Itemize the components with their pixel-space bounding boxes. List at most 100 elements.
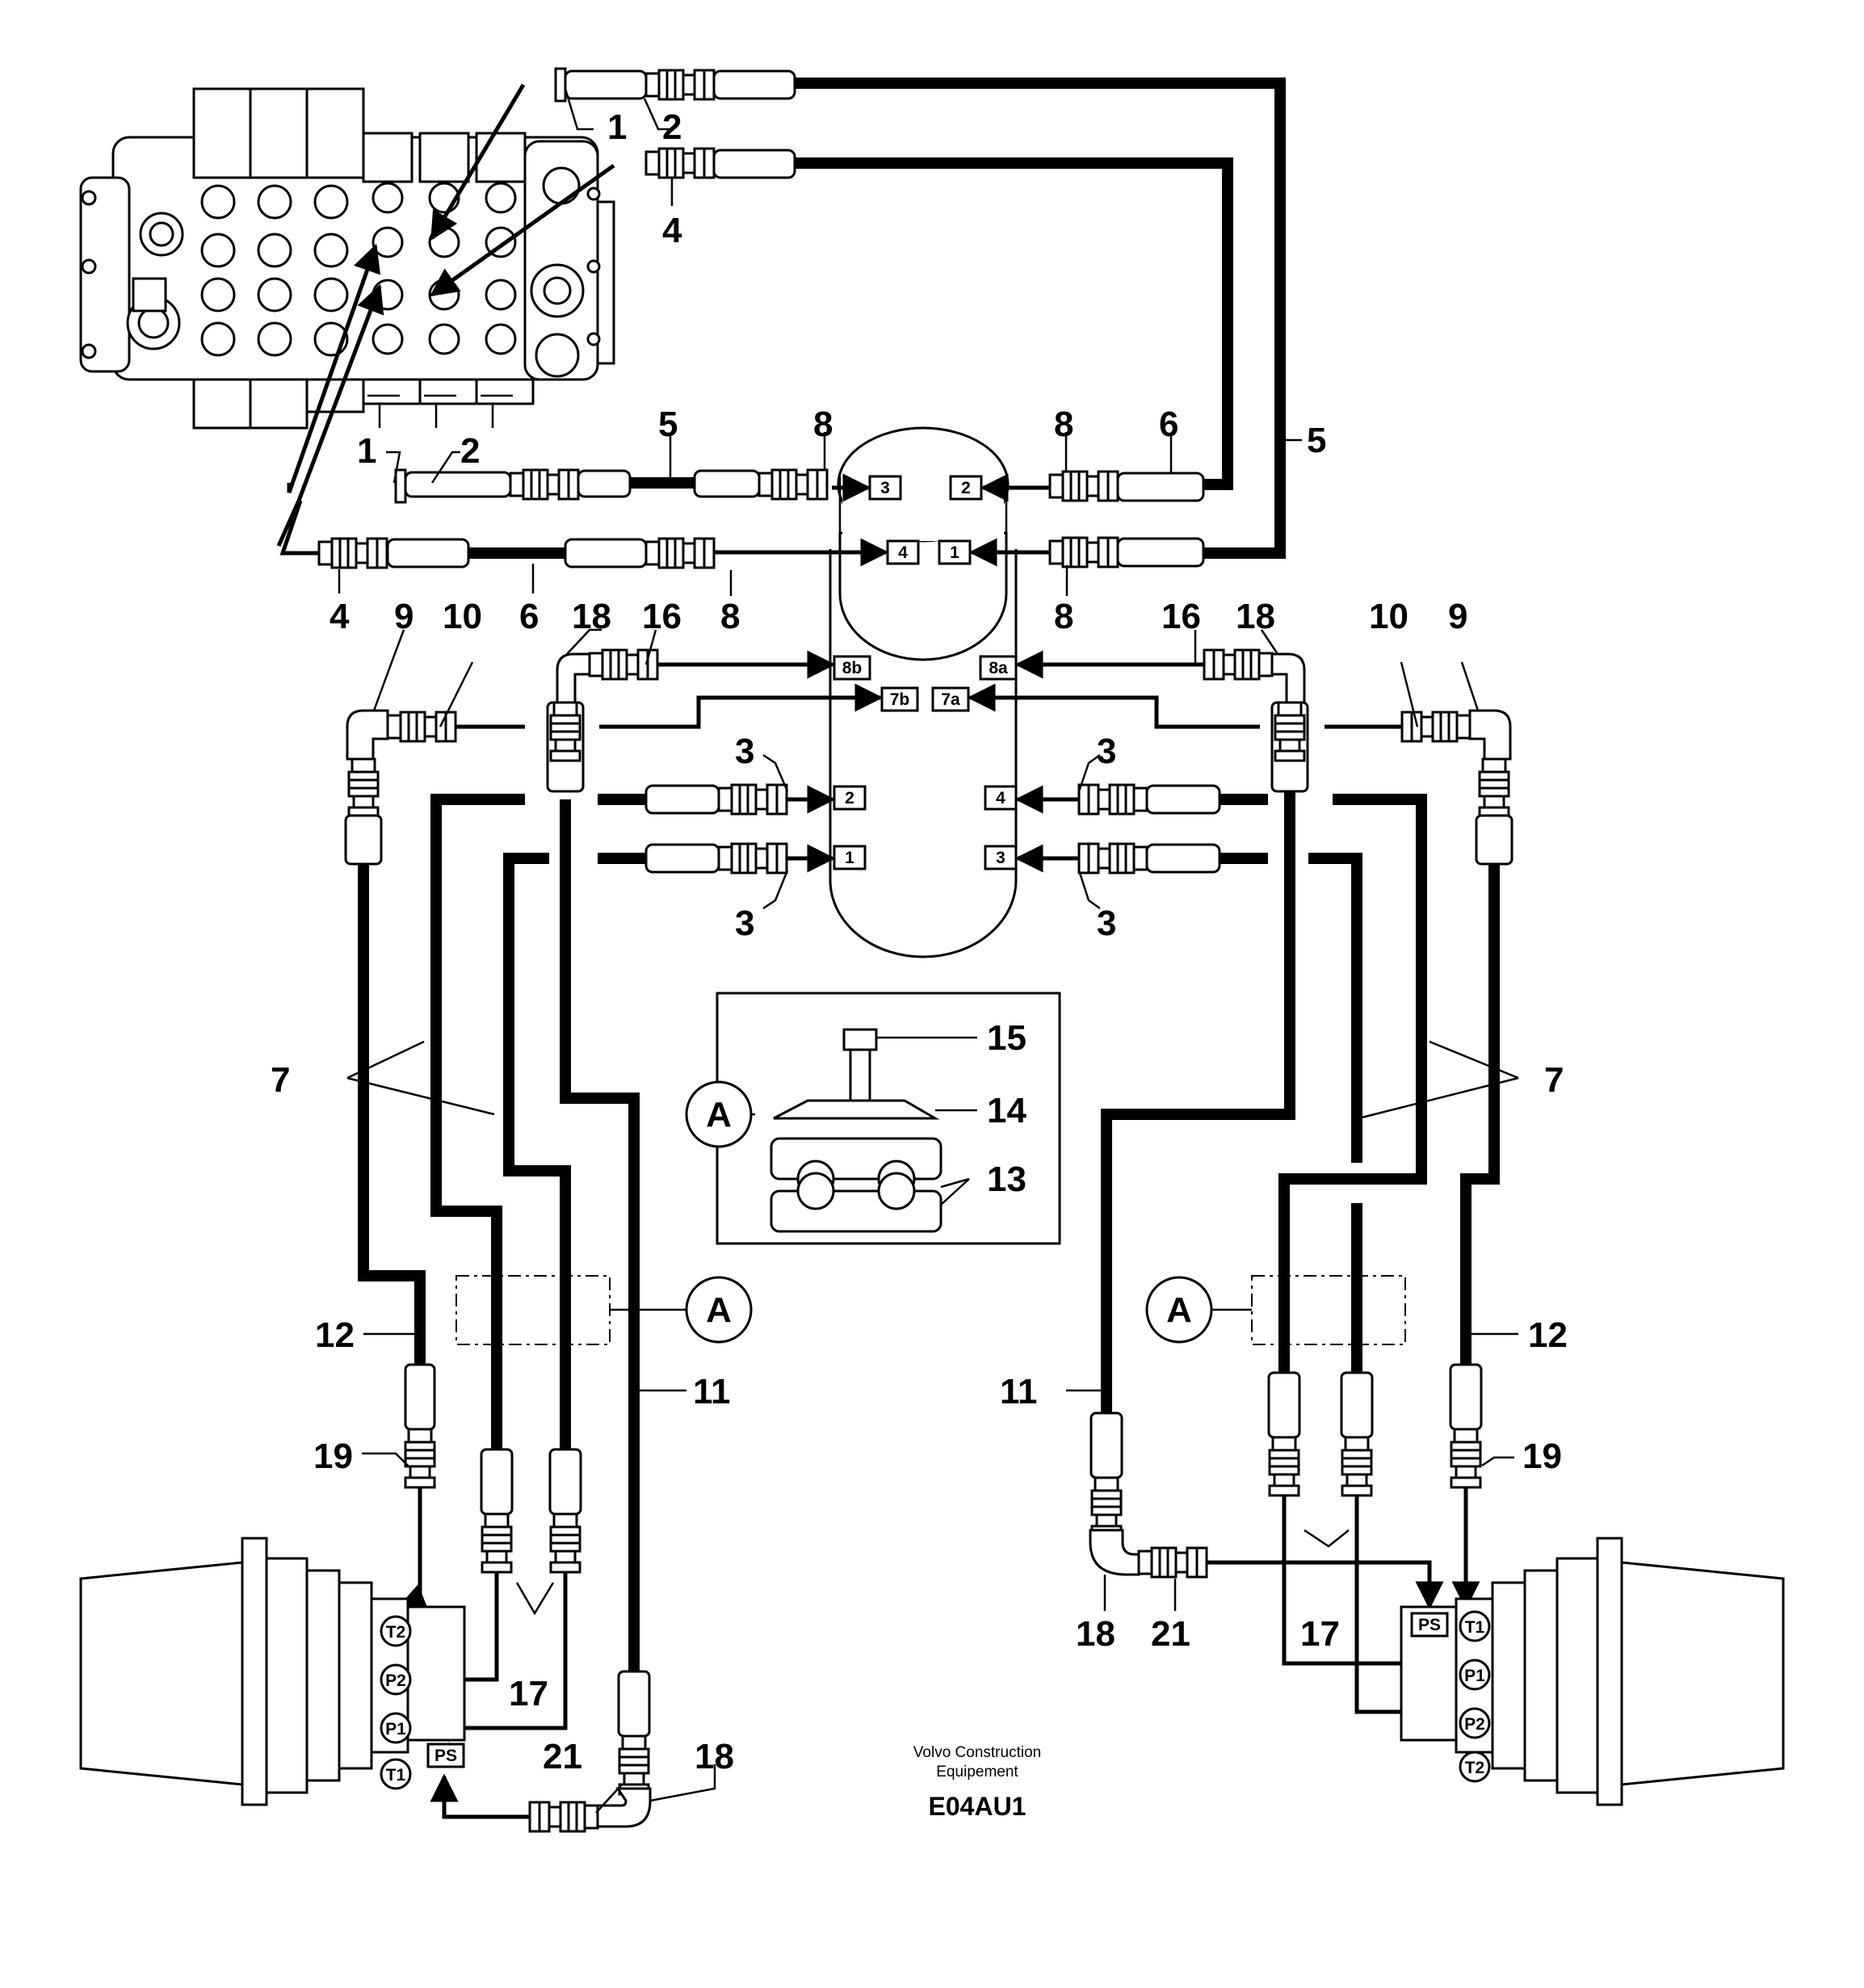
- callout-11b: 11: [1000, 1372, 1038, 1411]
- svg-text:P2: P2: [1464, 1715, 1485, 1734]
- callout-12: 12: [315, 1315, 355, 1355]
- port-7a: 7a: [931, 686, 970, 712]
- svg-text:PS: PS: [1418, 1616, 1441, 1634]
- callout-5b: 5: [1307, 421, 1326, 460]
- port-T2-right: T2: [1459, 1751, 1491, 1783]
- svg-text:A: A: [706, 1290, 732, 1330]
- svg-text:8b: 8b: [842, 659, 863, 677]
- callout-8d: 8: [1054, 597, 1073, 636]
- svg-text:T2: T2: [386, 1623, 406, 1642]
- upper-hoses: [279, 78, 1286, 567]
- leader-lines: [338, 88, 1519, 1814]
- svg-text:1: 1: [950, 543, 959, 562]
- port-T2: T2: [380, 1615, 412, 1647]
- svg-text:4: 4: [898, 543, 908, 562]
- port-l-2: 2: [833, 785, 867, 811]
- callout-13: 13: [987, 1160, 1026, 1199]
- svg-text:7b: 7b: [890, 690, 910, 709]
- port-PS-right: PS: [1410, 1612, 1449, 1638]
- callout-10b: 10: [1369, 597, 1408, 636]
- long-hoses: [358, 791, 1500, 1671]
- callout-15: 15: [987, 1018, 1026, 1058]
- callout-17b: 17: [1300, 1614, 1340, 1654]
- callout-21b: 21: [543, 1737, 582, 1776]
- callout-21: 21: [1151, 1614, 1190, 1654]
- document-code: E04AU1: [929, 1792, 1026, 1821]
- callout-9b: 9: [1448, 597, 1467, 636]
- port-l-1: 1: [833, 845, 867, 870]
- right-travel-motor: PS T1 P1 P2 T2: [1400, 1537, 1785, 1806]
- callout-1: 1: [607, 107, 627, 147]
- callout-2: 2: [662, 107, 682, 147]
- port-l-3: 3: [984, 845, 1018, 870]
- svg-text:4: 4: [996, 789, 1005, 807]
- port-P2-right: P2: [1459, 1707, 1491, 1739]
- credit-line-1: Volvo Construction: [913, 1744, 1041, 1761]
- swivel-joint: [829, 426, 1018, 958]
- callout-3d: 3: [1097, 904, 1116, 943]
- clamp-position-right: A: [1145, 1275, 1406, 1345]
- callout-8a: 8: [813, 405, 833, 444]
- callout-18c: 18: [1076, 1614, 1115, 1654]
- svg-text:T1: T1: [386, 1766, 406, 1785]
- svg-text:1: 1: [845, 849, 854, 867]
- credit-block: Volvo Construction Equipement E04AU1: [913, 1744, 1041, 1821]
- callout-7: 7: [271, 1060, 290, 1100]
- svg-text:P1: P1: [385, 1720, 406, 1738]
- port-u-3: 3: [868, 475, 902, 501]
- callout-3a: 3: [735, 732, 754, 771]
- svg-text:2: 2: [961, 479, 971, 497]
- credit-line-2: Equipement: [936, 1764, 1018, 1780]
- mid-fittings: [344, 648, 1513, 874]
- callout-4: 4: [662, 211, 682, 250]
- svg-text:T1: T1: [1465, 1618, 1485, 1637]
- port-7b: 7b: [880, 686, 919, 712]
- port-8a: 8a: [979, 655, 1018, 681]
- callout-18b: 18: [1236, 597, 1275, 636]
- port-PS-left: PS: [426, 1743, 465, 1768]
- port-P1: P1: [380, 1712, 412, 1744]
- callout-5: 5: [658, 405, 678, 444]
- left-lower-fittings: [397, 1363, 652, 1833]
- port-u-1: 1: [938, 539, 972, 565]
- svg-text:A: A: [1166, 1290, 1192, 1330]
- callout-9: 9: [394, 597, 414, 636]
- callout-18d: 18: [695, 1737, 734, 1776]
- callout-7b: 7: [1544, 1060, 1564, 1100]
- svg-text:3: 3: [880, 479, 890, 497]
- svg-text:3: 3: [996, 849, 1005, 867]
- left-travel-motor: T2 P2 P1 T1 PS: [79, 1537, 466, 1806]
- right-lower-fittings: [1089, 1363, 1483, 1726]
- callout-3b: 3: [735, 904, 754, 943]
- svg-text:7a: 7a: [941, 690, 960, 709]
- port-T1-right: T1: [1459, 1610, 1491, 1642]
- port-8b: 8b: [833, 655, 871, 681]
- callout-1b: 1: [357, 431, 376, 471]
- svg-text:P1: P1: [1464, 1667, 1485, 1685]
- svg-text:A: A: [706, 1095, 732, 1135]
- svg-text:PS: PS: [435, 1747, 457, 1765]
- svg-text:P2: P2: [385, 1671, 406, 1690]
- upper-fittings: [317, 67, 1205, 569]
- callout-12b: 12: [1528, 1315, 1568, 1355]
- callout-17: 17: [509, 1674, 548, 1713]
- clamp-position-left: A: [456, 1275, 753, 1345]
- svg-text:8a: 8a: [989, 659, 1008, 677]
- callout-19b: 19: [1522, 1436, 1562, 1476]
- port-u-2: 2: [949, 475, 983, 501]
- callout-8b: 8: [1054, 405, 1073, 444]
- valve-pilot-lines: [276, 83, 615, 547]
- port-T1: T1: [380, 1758, 412, 1790]
- callout-4b: 4: [330, 597, 350, 636]
- callout-19: 19: [313, 1436, 353, 1476]
- port-P2: P2: [380, 1663, 412, 1696]
- svg-text:2: 2: [845, 789, 854, 807]
- control-valve-block: [79, 87, 615, 430]
- callout-11: 11: [693, 1372, 731, 1411]
- callout-6: 6: [1159, 405, 1178, 444]
- svg-text:T2: T2: [1465, 1759, 1485, 1777]
- callout-2b: 2: [460, 431, 480, 471]
- callout-16: 16: [642, 597, 682, 636]
- callout-10: 10: [443, 597, 482, 636]
